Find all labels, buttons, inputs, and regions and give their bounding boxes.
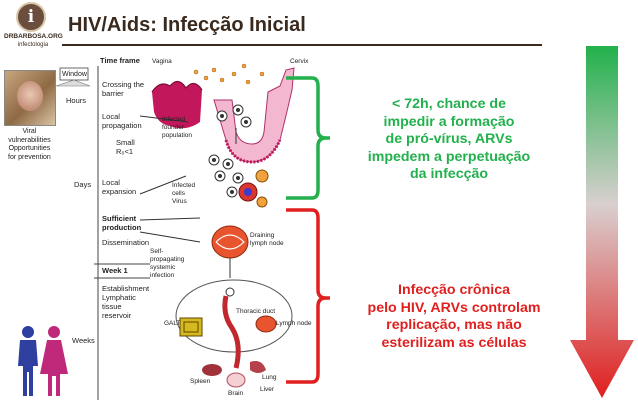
stage-sufficient-production: Sufficient production <box>102 214 142 232</box>
infected-cells-cluster <box>208 154 269 208</box>
logo-name: DRBARBOSA.ORG <box>4 33 63 40</box>
systemic-cycle-ring <box>175 279 293 353</box>
virus-particles-top <box>193 63 265 85</box>
window-arrow-icon <box>55 79 91 87</box>
label-cervix: Cervix <box>290 58 309 65</box>
vaginal-tissue-shape <box>152 81 202 129</box>
label-thoracic-duct: Thoracic duct <box>236 308 276 315</box>
thoracic-duct-icon <box>222 287 241 369</box>
label-self-propagating: Self- propagating systemic infection <box>150 248 185 279</box>
label-spleen: Spleen <box>190 378 211 385</box>
callout-chronic-infection: Infecção crônica pelo HIV, ARVs controla… <box>338 282 570 352</box>
week1-label: Week 1 <box>102 266 128 275</box>
hours-label: Hours <box>66 96 87 105</box>
label-galt: GALT <box>164 320 181 327</box>
callout-red-line: Infecção crônica <box>398 282 510 298</box>
logo-letter: i <box>27 7 35 27</box>
organs-icon <box>202 361 266 388</box>
label-draining-node: Draining lymph node <box>250 232 284 247</box>
site-logo: i DRBARBOSA.ORG infectologia <box>4 2 63 58</box>
slide-title: HIV/Aids: Infecção Inicial <box>68 14 306 36</box>
time-frame-label: Time frame <box>100 56 140 65</box>
callout-green-line: impedir a formação <box>383 113 515 130</box>
callout-green-line: de pró-vírus, ARVs <box>385 131 513 147</box>
people-icon <box>18 326 68 396</box>
red-bracket-icon <box>286 208 330 384</box>
label-brain: Brain <box>228 390 244 397</box>
window-label: Window <box>62 71 87 78</box>
label-infected-founder: Infected founder population <box>162 116 192 139</box>
cervix-epithelium-border <box>224 139 282 164</box>
founder-cells <box>216 104 252 128</box>
green-bracket-icon <box>286 76 330 200</box>
stage-arrows <box>139 115 201 243</box>
stage-local-expansion: Local expansion <box>102 178 137 196</box>
info-logo-icon: i <box>16 2 46 32</box>
stage-dissemination: Dissemination <box>102 238 150 247</box>
photo-caption: Viral vulnerabilities Opportunities for … <box>8 128 51 161</box>
title-divider <box>62 44 542 46</box>
callout-red-line: pelo HIV, ARVs controlam <box>367 299 541 316</box>
macaque-photo <box>4 70 56 126</box>
gradient-down-arrow-icon <box>570 46 634 398</box>
stage-small-r0: Small R₀<1 <box>116 138 135 156</box>
label-lymph-node: Lymph node <box>276 320 312 327</box>
figure-drawing <box>55 63 295 400</box>
label-infected-cells: Infected cells Virus <box>172 182 196 205</box>
callout-early-window: < 72h, chance de impedir a formação de p… <box>344 96 554 184</box>
callout-red-line: replicação, mas não <box>386 317 522 333</box>
draining-lymph-node-icon <box>211 225 249 259</box>
stage-local-propagation: Local propagation <box>102 112 142 130</box>
label-lung: Lung <box>262 374 277 381</box>
vaginal-tissue-edge <box>151 80 203 93</box>
hiv-infection-figure: Time frame Window Hours Days Week 1 Week… <box>0 52 330 402</box>
callout-green-line: < 72h, chance de <box>392 96 506 112</box>
logo-subtitle: infectologia <box>17 42 49 48</box>
label-vagina: Vagina <box>152 58 172 65</box>
lymph-node-icon <box>255 315 277 333</box>
days-label: Days <box>74 180 92 189</box>
weeks-label: Weeks <box>72 336 95 345</box>
stage-crossing: Crossing the barrier <box>102 80 145 98</box>
callout-green-line: da infecção <box>409 166 489 182</box>
callout-green-line: impedem a perpetuação <box>367 148 531 165</box>
macaque-face <box>17 81 43 111</box>
stage-establishment: Establishment Lymphatic tissue reservoir <box>102 284 150 320</box>
callout-red-line: esterilizam as células <box>381 334 527 351</box>
label-liver: Liver <box>260 386 275 393</box>
galt-icon <box>179 317 203 337</box>
